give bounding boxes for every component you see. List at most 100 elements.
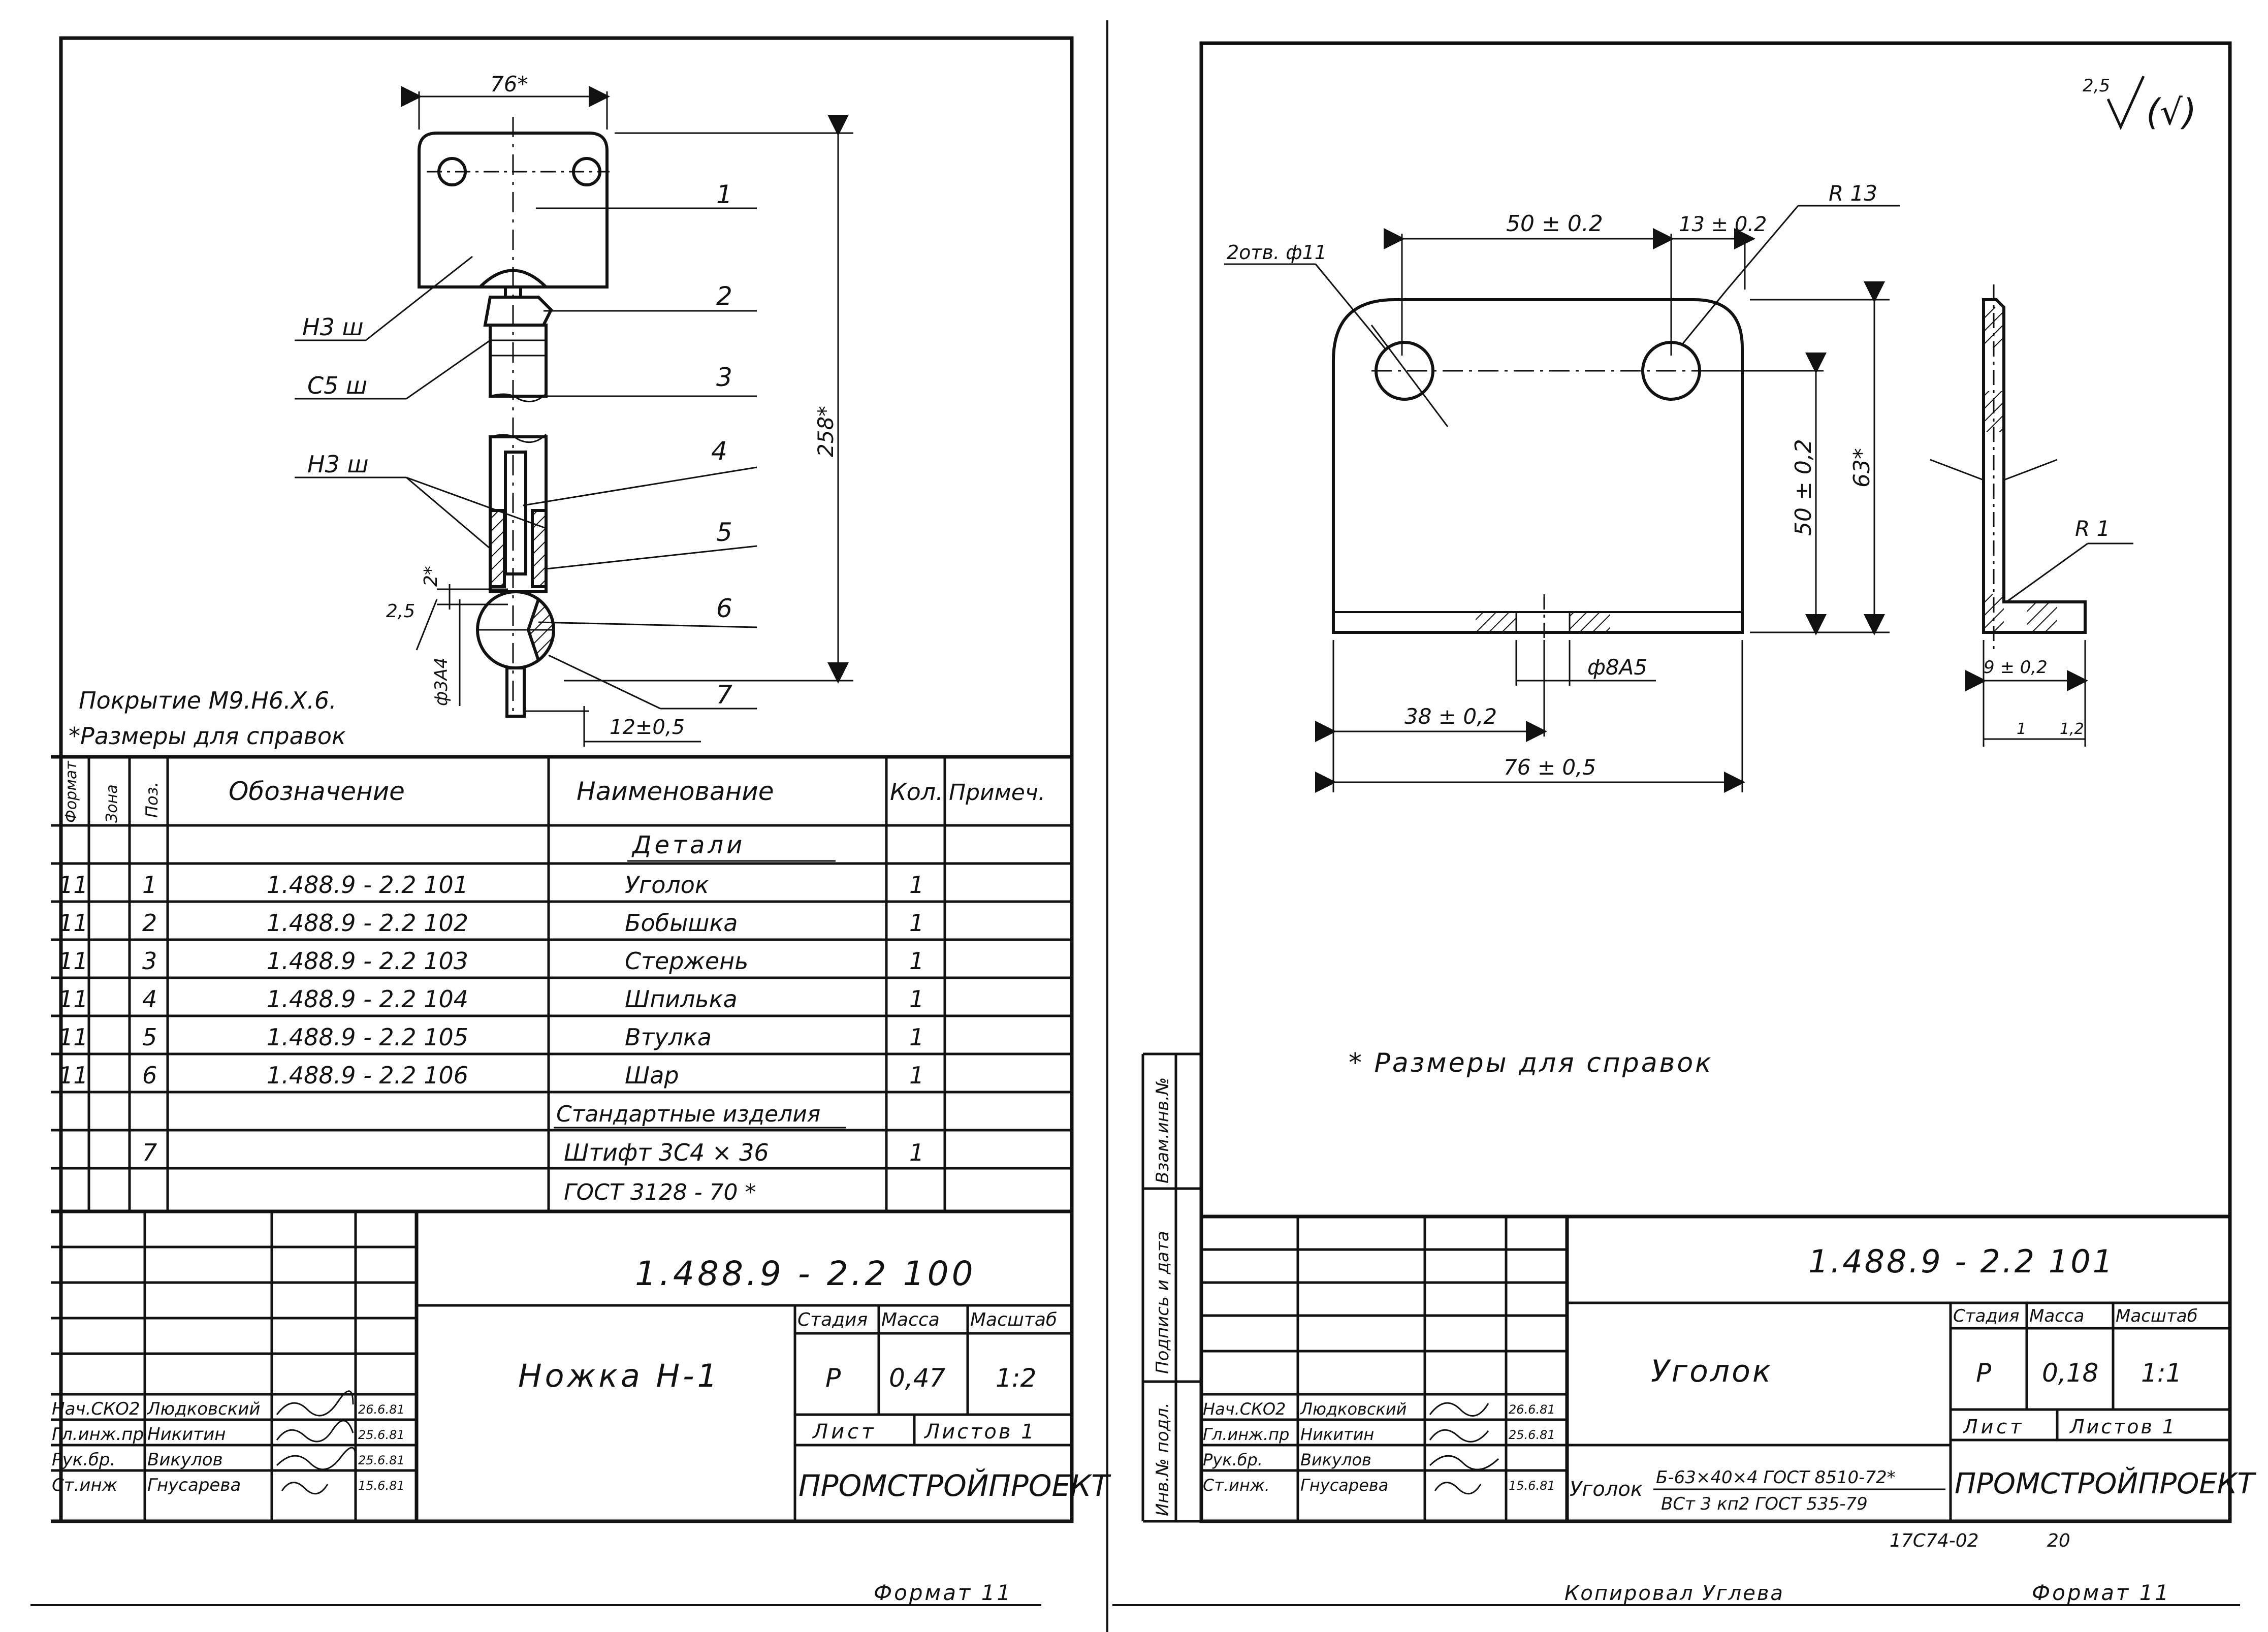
row-qty: 1 bbox=[909, 947, 924, 975]
sig-role: Нач.СКО2 bbox=[1203, 1399, 1286, 1419]
row-qty: 1 bbox=[909, 909, 924, 937]
weld-label-3: Н3 ш bbox=[307, 451, 369, 478]
right-signature-row-2: Гл.инж.пр Никитин 25.6.81 bbox=[1203, 1425, 1555, 1444]
std-gost: ГОСТ 3128 - 70 * bbox=[564, 1179, 756, 1205]
row-pos: 5 bbox=[142, 1023, 157, 1051]
side-label-2: Подпись и дата bbox=[1153, 1231, 1173, 1374]
right-scale-label: Масштаб bbox=[2116, 1306, 2198, 1326]
signature-row-3: Рук.бр. Викулов 25.6.81 bbox=[52, 1447, 405, 1470]
scale-value: 1:2 bbox=[996, 1363, 1036, 1393]
weld-label-2: С5 ш bbox=[307, 372, 367, 399]
row-name: Шпилька bbox=[625, 985, 738, 1013]
spec-table: Формат Зона Поз. Обозначение Наименовани… bbox=[51, 755, 1072, 1213]
sig-date: 15.6.81 bbox=[1509, 1479, 1555, 1493]
dim-9: 9 ± 0,2 bbox=[1984, 657, 2048, 678]
col-qty: Кол. bbox=[890, 778, 943, 806]
right-sheet-label: Лист bbox=[1962, 1416, 2024, 1438]
stage-value: Р bbox=[825, 1363, 841, 1393]
footer-code: 17С74-02 bbox=[1890, 1530, 1979, 1551]
dim-1: 1 bbox=[2017, 720, 2026, 738]
side-strip: Взам.инв.№ Подпись и дата Инв.№ подл. bbox=[1141, 1052, 1201, 1523]
row-pos: 4 bbox=[142, 985, 157, 1013]
row-name: Шар bbox=[625, 1062, 679, 1089]
right-sheets-label: Листов 1 bbox=[2069, 1416, 2177, 1438]
callout-5: 5 bbox=[716, 518, 732, 547]
signature-scribble bbox=[1429, 1455, 1499, 1470]
section-standard: Стандартные изделия bbox=[556, 1101, 820, 1127]
sig-name: Гнусарева bbox=[1300, 1476, 1388, 1495]
callout-7: 7 bbox=[716, 680, 732, 710]
weld-labels: Н3 ш С5 ш Н3 ш bbox=[302, 313, 369, 478]
callout-3: 3 bbox=[716, 363, 732, 392]
copied-by: Копировал Углева bbox=[1564, 1582, 1784, 1605]
drawing-name: Ножка Н-1 bbox=[518, 1357, 720, 1394]
col-name: Наименование bbox=[577, 777, 774, 806]
right-drawing-name: Уголок bbox=[1651, 1354, 1773, 1389]
sig-name: Людковский bbox=[146, 1399, 261, 1419]
table-row-5: 11 5 1.488.9 - 2.2 105 Втулка 1 bbox=[58, 1023, 924, 1051]
stage-label: Стадия bbox=[797, 1309, 868, 1330]
right-org-name: ПРОМСТРОЙПРОЕКТ bbox=[1955, 1467, 2256, 1500]
section-details: Детали bbox=[631, 831, 745, 859]
sig-role: Рук.бр. bbox=[1203, 1450, 1263, 1469]
dim-76: 76 ± 0,5 bbox=[1504, 755, 1596, 780]
signature-scribble bbox=[1429, 1402, 1489, 1417]
row-pos: 2 bbox=[142, 909, 157, 937]
row-pos: 1 bbox=[142, 871, 157, 899]
dim-h63: 63* bbox=[1849, 448, 1875, 488]
row-qty: 1 bbox=[909, 1023, 924, 1051]
sig-date: 15.6.81 bbox=[358, 1479, 405, 1493]
table-row-1: 11 1 1.488.9 - 2.2 101 Уголок 1 bbox=[58, 871, 924, 899]
dim-height-total: 258* bbox=[813, 406, 838, 457]
right-scale-value: 1:1 bbox=[2141, 1358, 2182, 1388]
dim-pin-len: 12±0,5 bbox=[610, 716, 685, 739]
signature-scribble bbox=[1434, 1482, 1482, 1495]
sig-name: Викулов bbox=[1300, 1450, 1371, 1469]
col-zone: Зона bbox=[103, 784, 121, 823]
table-row-6: 11 6 1.488.9 - 2.2 106 Шар 1 bbox=[58, 1062, 924, 1089]
row-designation: 1.488.9 - 2.2 106 bbox=[267, 1062, 468, 1089]
dim-2-5: 2,5 bbox=[386, 601, 415, 622]
right-mass-value: 0,18 bbox=[2042, 1358, 2098, 1388]
row-format: 11 bbox=[58, 985, 88, 1013]
col-pos: Поз. bbox=[142, 782, 162, 818]
right-stage-label: Стадия bbox=[1953, 1306, 2019, 1326]
dim-d8: ф8А5 bbox=[1587, 655, 1647, 680]
left-title-block: 1.488.9 - 2.2 100 Ножка Н-1 Стадия Масса… bbox=[51, 1211, 1111, 1523]
left-format-label: Формат 11 bbox=[874, 1580, 1012, 1605]
sheet-label: Лист bbox=[812, 1420, 876, 1444]
footer-page: 20 bbox=[2047, 1530, 2070, 1551]
dim-12: 1,2 bbox=[2060, 720, 2084, 738]
table-row-4: 11 4 1.488.9 - 2.2 104 Шпилька 1 bbox=[58, 985, 924, 1013]
sig-role: Нач.СКО2 bbox=[52, 1399, 140, 1419]
row-designation: 1.488.9 - 2.2 104 bbox=[267, 985, 468, 1013]
sig-date: 25.6.81 bbox=[1509, 1428, 1555, 1442]
row-name: Стержень bbox=[625, 947, 748, 975]
org-name: ПРОМСТРОЙПРОЕКТ bbox=[798, 1468, 1111, 1503]
right-mass-label: Масса bbox=[2029, 1306, 2084, 1326]
sig-name: Никитин bbox=[1300, 1425, 1374, 1444]
material-bottom: ВСт 3 кп2 ГОСТ 535-79 bbox=[1661, 1494, 1868, 1514]
row-qty: 1 bbox=[909, 1062, 924, 1089]
sig-role: Ст.инж bbox=[52, 1475, 118, 1495]
reference-note: *Размеры для справок bbox=[69, 722, 346, 750]
row-format: 11 bbox=[58, 909, 88, 937]
callout-2: 2 bbox=[716, 281, 732, 311]
row-designation: 1.488.9 - 2.2 105 bbox=[267, 1023, 468, 1051]
roughness-value: 2,5 bbox=[2083, 76, 2110, 96]
signature-scribble bbox=[276, 1420, 354, 1443]
material-prefix: Уголок bbox=[1570, 1478, 1643, 1501]
row-name: Бобышка bbox=[625, 909, 738, 937]
row-qty: 1 bbox=[909, 985, 924, 1013]
row-qty: 1 bbox=[909, 871, 924, 899]
dim-r1: R 1 bbox=[2075, 516, 2110, 541]
signature-scribble bbox=[281, 1482, 329, 1495]
drawing-code: 1.488.9 - 2.2 100 bbox=[635, 1254, 976, 1293]
row-designation: 1.488.9 - 2.2 101 bbox=[267, 871, 468, 899]
svg-text:(√): (√) bbox=[2146, 91, 2196, 133]
sig-role: Ст.инж. bbox=[1203, 1476, 1270, 1495]
row-format: 11 bbox=[58, 1023, 88, 1051]
right-title-block: 1.488.9 - 2.2 101 Уголок Стадия Масса Ма… bbox=[1201, 1214, 2256, 1523]
table-row-3: 11 3 1.488.9 - 2.2 103 Стержень 1 bbox=[58, 947, 924, 975]
